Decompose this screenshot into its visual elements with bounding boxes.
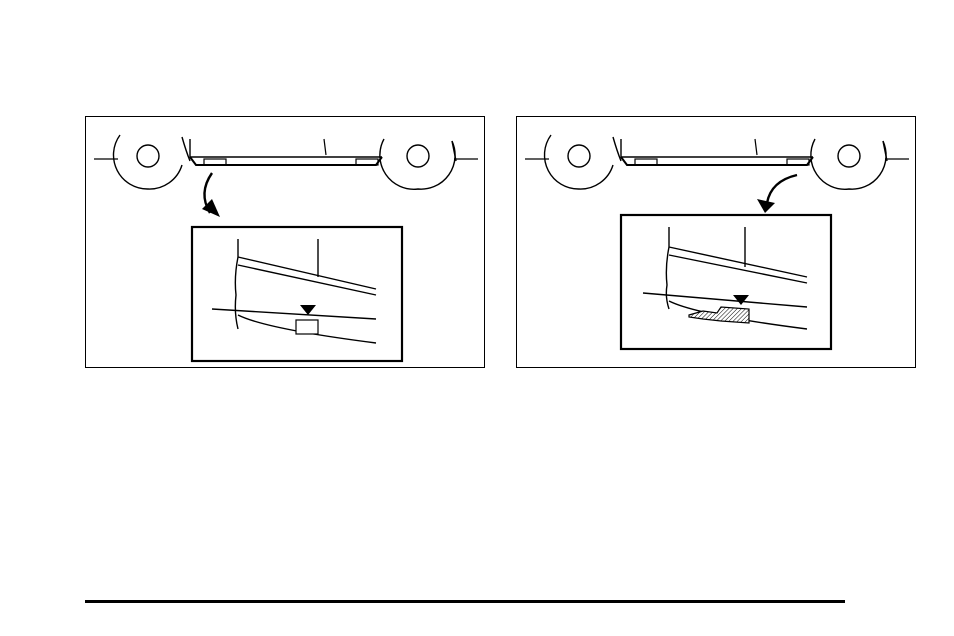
callout-detail-box [621, 215, 831, 349]
front-wheel [113, 135, 190, 189]
diagram-panel-left [85, 116, 485, 368]
pointer-arrow [202, 173, 220, 217]
callout-detail-box [192, 227, 402, 361]
front-wheel [544, 135, 621, 189]
vehicle-side-view-left [86, 117, 486, 369]
lift-point-block [296, 320, 318, 334]
pointer-arrow [757, 175, 797, 213]
footer-rule [85, 600, 845, 603]
diagram-panel-right [516, 116, 916, 368]
vehicle-rocker-panel [621, 139, 813, 165]
vehicle-side-view-right [517, 117, 917, 369]
rear-wheel [380, 139, 456, 189]
rear-wheel [811, 139, 887, 189]
vehicle-rocker-panel [190, 139, 382, 165]
